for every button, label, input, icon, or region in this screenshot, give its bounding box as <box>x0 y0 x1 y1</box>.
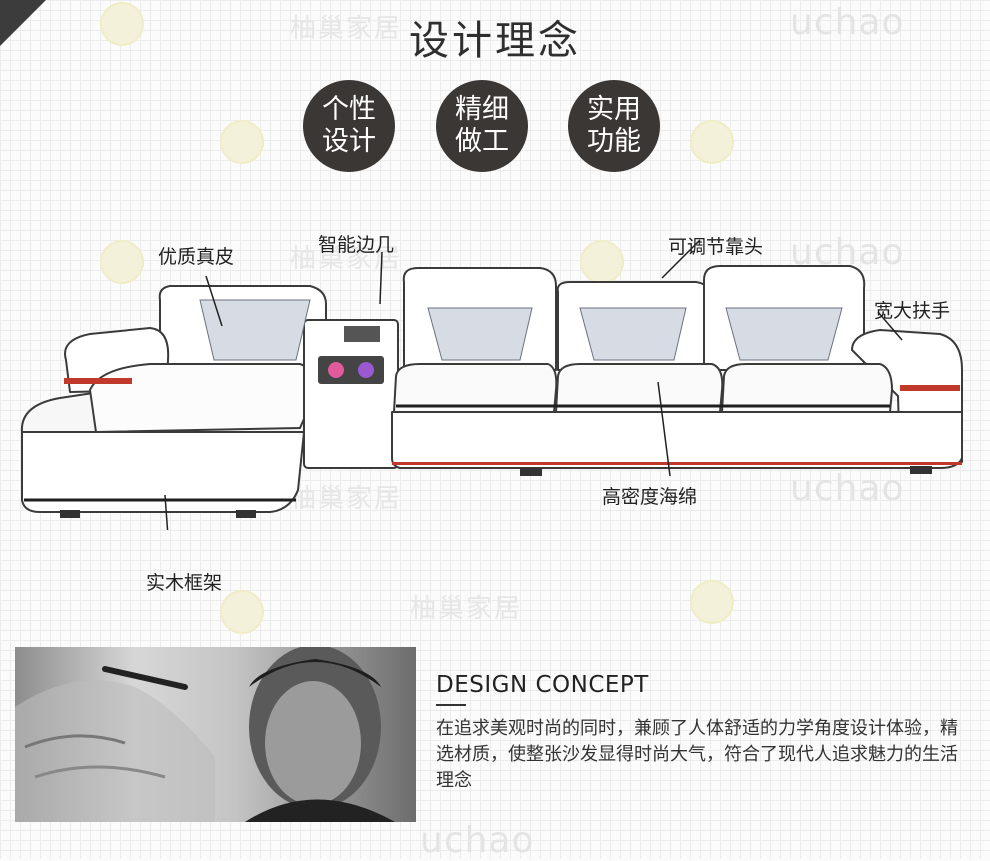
concept-heading: DESIGN CONCEPT <box>436 672 649 698</box>
concept-description: 在追求美观时尚的同时，兼顾了人体舒适的力学角度设计体验，精选材质，使整张沙发显得… <box>436 718 958 791</box>
badge-fine-craft: 精细做工 <box>436 80 528 172</box>
callout-armrest: 宽大扶手 <box>874 300 951 322</box>
watermark-logo <box>220 120 264 164</box>
badge-label: 个性设计 <box>322 94 376 157</box>
callout-leather: 优质真皮 <box>158 246 235 268</box>
callout-sponge: 高密度海绵 <box>602 486 698 508</box>
callout-frame: 实木框架 <box>146 572 223 594</box>
sofa-illustration <box>20 239 963 530</box>
watermark-logo <box>690 580 734 624</box>
corner-decoration <box>0 0 46 46</box>
watermark-brand: 柚巢家居 <box>290 14 403 44</box>
badge-custom-design: 个性设计 <box>303 80 395 172</box>
watermark-latin: uchao <box>420 820 535 861</box>
watermark-logo <box>100 2 144 46</box>
watermark-latin: uchao <box>790 2 905 43</box>
badge-label: 精细做工 <box>455 94 509 157</box>
watermark-latin: uchao <box>790 468 905 509</box>
badge-label: 实用功能 <box>587 94 641 157</box>
watermark-brand: 柚巢家居 <box>410 594 523 624</box>
page-title: 设计理念 <box>409 18 581 64</box>
watermark-logo <box>100 240 144 284</box>
callout-headrest: 可调节靠头 <box>668 236 764 258</box>
heading-underline <box>436 704 466 706</box>
designer-photo <box>15 647 416 822</box>
badge-practical-function: 实用功能 <box>568 80 660 172</box>
watermark-brand: 柚巢家居 <box>290 484 403 514</box>
callout-smart-table: 智能边几 <box>318 234 395 256</box>
watermark-logo <box>690 120 734 164</box>
designer-photo-art <box>15 647 395 822</box>
watermark-logo <box>220 590 264 634</box>
